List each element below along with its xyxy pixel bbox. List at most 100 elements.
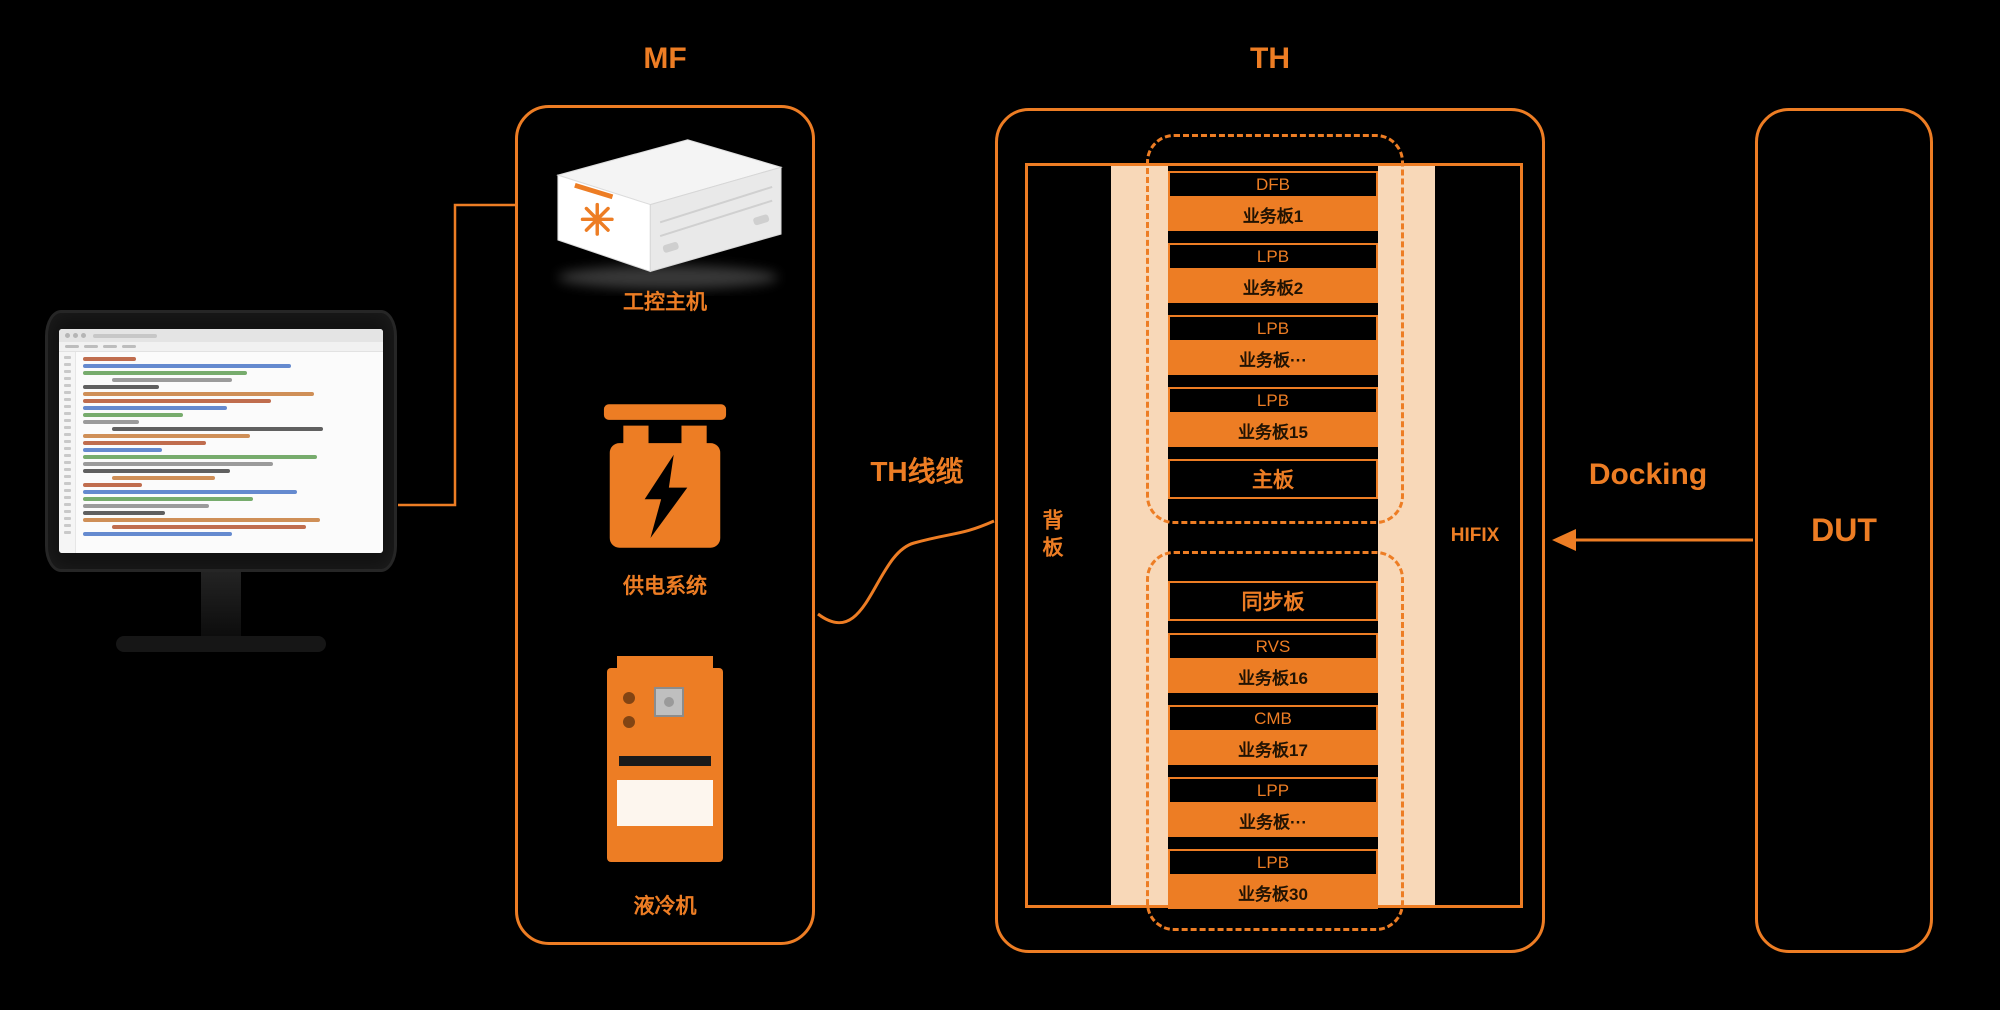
backplane-strip-left [1111, 166, 1168, 905]
code-line [83, 504, 209, 508]
line-number [63, 454, 71, 457]
board-type-label: LPB [1168, 849, 1378, 876]
line-number [63, 412, 71, 415]
host-logo-icon [580, 202, 614, 236]
code-line [112, 427, 324, 431]
code-line [83, 406, 227, 410]
service-board: 业务板2 [1168, 270, 1378, 303]
line-number [63, 356, 71, 359]
monitor-to-mf-connector [398, 203, 516, 507]
code-line [83, 490, 297, 494]
line-number [63, 405, 71, 408]
line-number-gutter [59, 352, 76, 553]
dut-label: DUT [1811, 512, 1877, 548]
th-cable-curve [817, 519, 995, 624]
power-battery-icon [603, 404, 727, 548]
service-board: 业务板16 [1168, 660, 1378, 693]
code-line [83, 364, 292, 368]
line-number [63, 496, 71, 499]
line-number [63, 517, 71, 520]
monitor-stand-neck [201, 572, 241, 638]
hifix-label: HIFIX [1450, 524, 1500, 546]
code-line [83, 462, 274, 466]
service-board: 业务板··· [1168, 804, 1378, 837]
menu-item [122, 345, 136, 348]
code-body [59, 352, 383, 553]
service-board: 业务板15 [1168, 414, 1378, 447]
service-board: 业务板··· [1168, 342, 1378, 375]
line-number [63, 475, 71, 478]
line-number [63, 398, 71, 401]
line-number [63, 482, 71, 485]
th-title: TH [1250, 42, 1290, 75]
code-line [83, 413, 183, 417]
line-number [63, 370, 71, 373]
board-type-label: DFB [1168, 171, 1378, 198]
window-dot-icon [73, 333, 78, 338]
code-line [112, 476, 215, 480]
lower-board-group-outline [1146, 551, 1404, 931]
code-line [83, 455, 318, 459]
docking-arrow [1552, 529, 1753, 551]
line-number [63, 503, 71, 506]
code-line [83, 385, 160, 389]
mf-box: 工控主机 供电系统 液冷机 [515, 105, 815, 945]
line-number [63, 391, 71, 394]
line-number [63, 447, 71, 450]
th-cable-label: TH线缆 [870, 456, 964, 487]
code-line [83, 469, 230, 473]
line-number [63, 384, 71, 387]
power-system-label: 供电系统 [623, 575, 707, 598]
code-line [83, 532, 233, 536]
window-dot-icon [65, 333, 70, 338]
lightning-bolt-icon [644, 454, 688, 539]
board-type-label: LPB [1168, 315, 1378, 342]
dut-box: DUT [1755, 108, 1933, 953]
line-number [63, 440, 71, 443]
code-editor-window [59, 329, 383, 553]
code-line [83, 448, 163, 452]
code-line [112, 525, 306, 529]
code-line [83, 392, 315, 396]
code-line [83, 518, 321, 522]
board-type-label: LPB [1168, 387, 1378, 414]
window-title-bar [93, 333, 157, 338]
mainboard: 主板 [1168, 459, 1378, 499]
code-line [83, 441, 207, 445]
host-label: 工控主机 [623, 291, 707, 314]
menu-item [84, 345, 98, 348]
code-text-area [76, 352, 383, 553]
menu-item [103, 345, 117, 348]
code-line [112, 378, 233, 382]
monitor-stand-base [116, 636, 326, 652]
hifix-strip-right [1378, 166, 1435, 905]
line-number [63, 426, 71, 429]
industrial-host-icon [556, 139, 783, 290]
line-number [63, 531, 71, 534]
code-line [83, 511, 166, 515]
line-number [63, 510, 71, 513]
line-number [63, 363, 71, 366]
backplane-label: 背板 [1040, 508, 1063, 563]
line-number [63, 489, 71, 492]
service-board: 业务板17 [1168, 732, 1378, 765]
liquid-cooler-icon [607, 656, 723, 862]
board-type-label: RVS [1168, 633, 1378, 660]
code-line [83, 399, 271, 403]
line-number [63, 461, 71, 464]
cooler-label: 液冷机 [633, 895, 697, 918]
service-board: 业务板30 [1168, 876, 1378, 909]
code-line [83, 434, 250, 438]
code-line [83, 371, 248, 375]
line-number [63, 433, 71, 436]
